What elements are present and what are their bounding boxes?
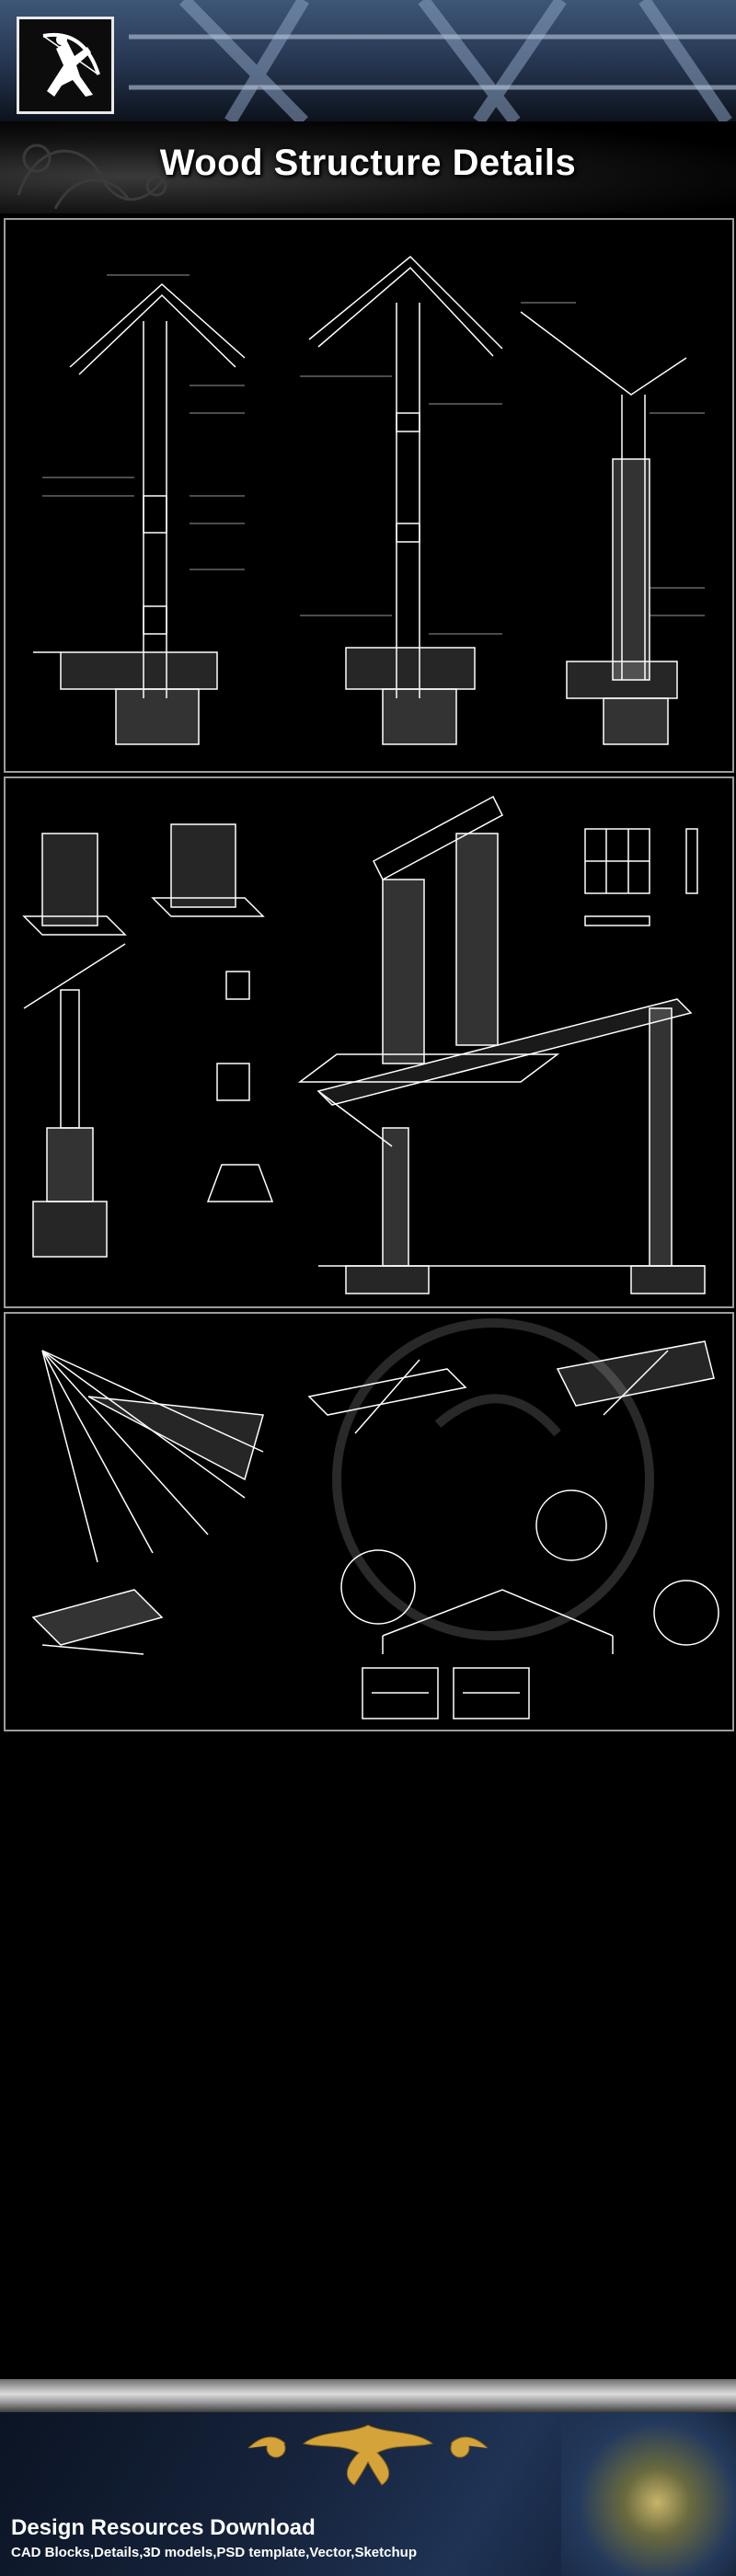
truss-silhouette-icon — [129, 0, 736, 126]
roof-section-icon — [33, 282, 246, 745]
page-title: Wood Structure Details — [159, 143, 577, 183]
stone-wall-door-icon — [297, 795, 560, 1083]
gutter-detail-icon — [31, 1589, 164, 1655]
column-section-icon — [23, 943, 126, 1258]
drawing-panel-wall-sections — [4, 218, 734, 773]
stone-column-icon — [22, 823, 265, 936]
footing-icon — [520, 311, 687, 745]
footer-banner — [0, 2379, 736, 2576]
damask-pattern-icon — [17, 144, 177, 210]
gold-ornament-icon — [247, 2424, 489, 2486]
isometric-joint-icon — [307, 1340, 715, 1434]
stone-timber-drawing — [22, 795, 706, 1294]
footer-title: Design Resources Download — [11, 2515, 316, 2540]
drawing-panel-roof-assembly — [4, 1312, 734, 1731]
title-block-icon — [362, 1667, 530, 1719]
wall-section-icon — [308, 255, 503, 745]
rafter-fan-icon — [41, 1350, 264, 1563]
roof-assembly-drawing — [31, 1318, 719, 1719]
drawing-panel-stone-timber — [4, 776, 734, 1308]
header-banner: Wood Structure Details — [0, 0, 736, 213]
metal-bar — [0, 2379, 736, 2412]
detail-callout-icon — [340, 1489, 719, 1654]
wall-section-drawing — [33, 255, 705, 745]
logo[interactable] — [17, 17, 114, 114]
anchor-details-icon — [206, 971, 274, 1202]
shed-section-icon — [316, 998, 706, 1294]
nebula-spiral — [561, 2412, 736, 2576]
window-icon — [584, 828, 698, 926]
background-emblem-icon — [332, 1318, 654, 1640]
damask-ornament — [0, 121, 736, 213]
archer-logo-icon — [42, 32, 100, 97]
roof-truss-photo — [0, 0, 736, 126]
footer-subtitle: CAD Blocks,Details,3D models,PSD templat… — [11, 2545, 417, 2560]
